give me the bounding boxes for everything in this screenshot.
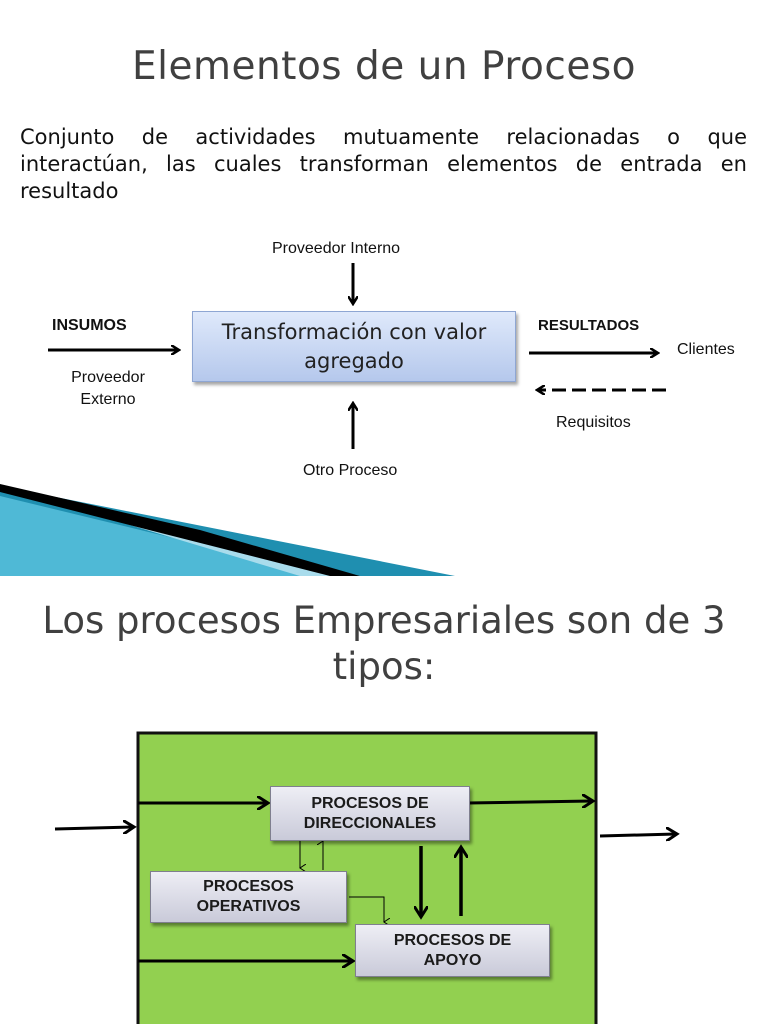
direccionales-process-box: PROCESOS DE DIRECCIONALES (270, 786, 470, 841)
internal-supplier-label: Proveedor Interno (272, 240, 401, 257)
slide-title: Elementos de un Proceso (131, 44, 636, 89)
operativos-to-apoyo-connector (349, 896, 384, 922)
results-label: RESULTADOS (538, 317, 640, 334)
other-process-label: Otro Proceso (303, 462, 398, 479)
slide-process-types: Los procesos Empresariales son de 3 tipo… (0, 576, 768, 1024)
slide-process-elements: Elementos de un Proceso Conjunto de acti… (0, 44, 747, 576)
process-arrows (0, 263, 666, 576)
slide-title: Los procesos Empresariales son de 3 tipo… (42, 599, 726, 688)
transformation-box: Transformación con valor agregado (192, 311, 516, 382)
decorative-wedge (0, 484, 455, 576)
external-output-arrow (599, 834, 676, 836)
apoyo-process-box: PROCESOS DE APOYO (355, 924, 550, 977)
inputs-label: INSUMOS (52, 317, 127, 334)
operativos-process-box: PROCESOS OPERATIVOS (150, 871, 347, 923)
external-supplier-label: Proveedor Externo (71, 369, 145, 408)
external-input-arrow (54, 827, 133, 829)
clients-label: Clientes (677, 341, 735, 358)
direccionales-output-arrow (467, 801, 592, 803)
requirements-label: Requisitos (556, 414, 631, 431)
definition-text: Conjunto de actividades mutuamente relac… (20, 125, 747, 203)
